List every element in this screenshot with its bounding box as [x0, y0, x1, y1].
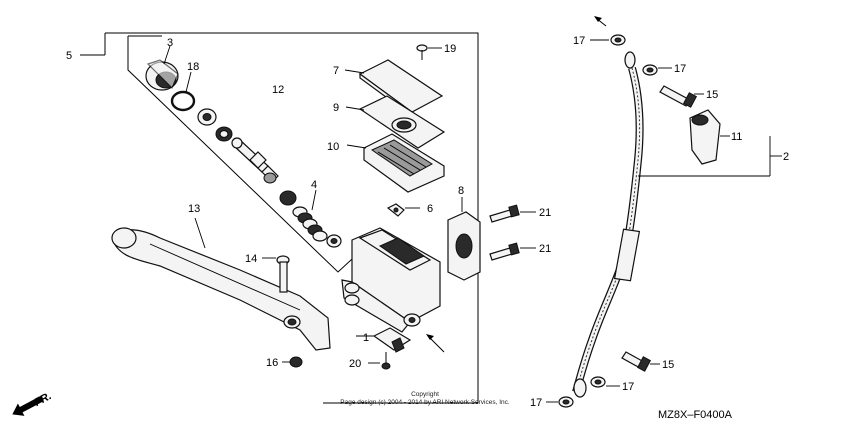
spring-seat	[326, 234, 342, 248]
callout-5: 5	[66, 50, 72, 62]
copyright-text: Page design (c) 2004 - 2014 by ARI Netwo…	[340, 399, 510, 406]
callout-9: 9	[333, 102, 339, 114]
brake-switch	[372, 327, 412, 353]
sealing-washer-bottom-a	[558, 396, 574, 408]
callout-19: 19	[444, 43, 456, 55]
assembly-frame	[105, 32, 479, 404]
callout-3: 3	[167, 37, 173, 49]
circlip	[170, 90, 196, 112]
callout-15-top: 15	[706, 89, 718, 101]
callout-8: 8	[458, 185, 464, 197]
sealing-washer-top-a	[610, 34, 626, 46]
diagram-code: MZ8X–F0400A	[658, 409, 733, 421]
sealing-washer-bottom-b	[590, 376, 606, 388]
callout-21-upper: 21	[539, 207, 551, 219]
callout-21-lower: 21	[539, 243, 551, 255]
callout-6: 6	[427, 203, 433, 215]
callout-16: 16	[266, 357, 278, 369]
cap-screw	[416, 44, 428, 60]
banjo-bolt-bottom	[621, 351, 652, 372]
callout-14: 14	[245, 253, 257, 265]
callout-17-bottom-left: 17	[530, 397, 542, 409]
reservoir-boot	[145, 59, 179, 91]
diaphragm	[363, 133, 445, 193]
callout-20: 20	[349, 358, 361, 370]
front-direction-arrow	[12, 395, 44, 416]
callout-18: 18	[187, 61, 199, 73]
brake-hose	[572, 51, 644, 398]
copyright-label: Copyright	[411, 391, 439, 398]
callout-7: 7	[333, 65, 339, 77]
lever-pivot-nut	[289, 356, 303, 368]
callout-12: 12	[272, 84, 284, 96]
callout-10: 10	[327, 141, 339, 153]
master-cylinder-holder	[447, 211, 481, 281]
piston-spring	[292, 206, 328, 242]
switch-screw	[381, 352, 391, 370]
callout-1: 1	[363, 332, 369, 344]
callout-17-bottom-right: 17	[622, 381, 634, 393]
master-cylinder-body	[341, 227, 441, 333]
brake-lever	[111, 227, 331, 351]
piston-seal	[215, 126, 233, 142]
secondary-cup	[279, 190, 297, 206]
callout-2: 2	[783, 151, 789, 163]
banjo-bolt-top	[659, 85, 698, 108]
callout-17-top-left: 17	[573, 35, 585, 47]
bracket-clip	[386, 203, 405, 217]
sealing-washer-top-b	[642, 64, 658, 76]
callout-17-top-right: 17	[674, 63, 686, 75]
lever-pivot-bolt	[276, 255, 290, 293]
piston	[231, 137, 279, 184]
cap-plate	[358, 95, 446, 149]
holder-bolt-lower	[489, 242, 520, 261]
hose-boot	[689, 109, 721, 165]
callout-15-bottom: 15	[662, 359, 674, 371]
callout-11: 11	[731, 131, 742, 143]
callout-4: 4	[311, 179, 317, 191]
subkit-bracket	[127, 35, 365, 273]
piston-washer	[197, 108, 217, 126]
holder-bolt-upper	[489, 204, 520, 223]
callout-13: 13	[188, 203, 200, 215]
front-direction-label: FR.	[32, 390, 53, 409]
